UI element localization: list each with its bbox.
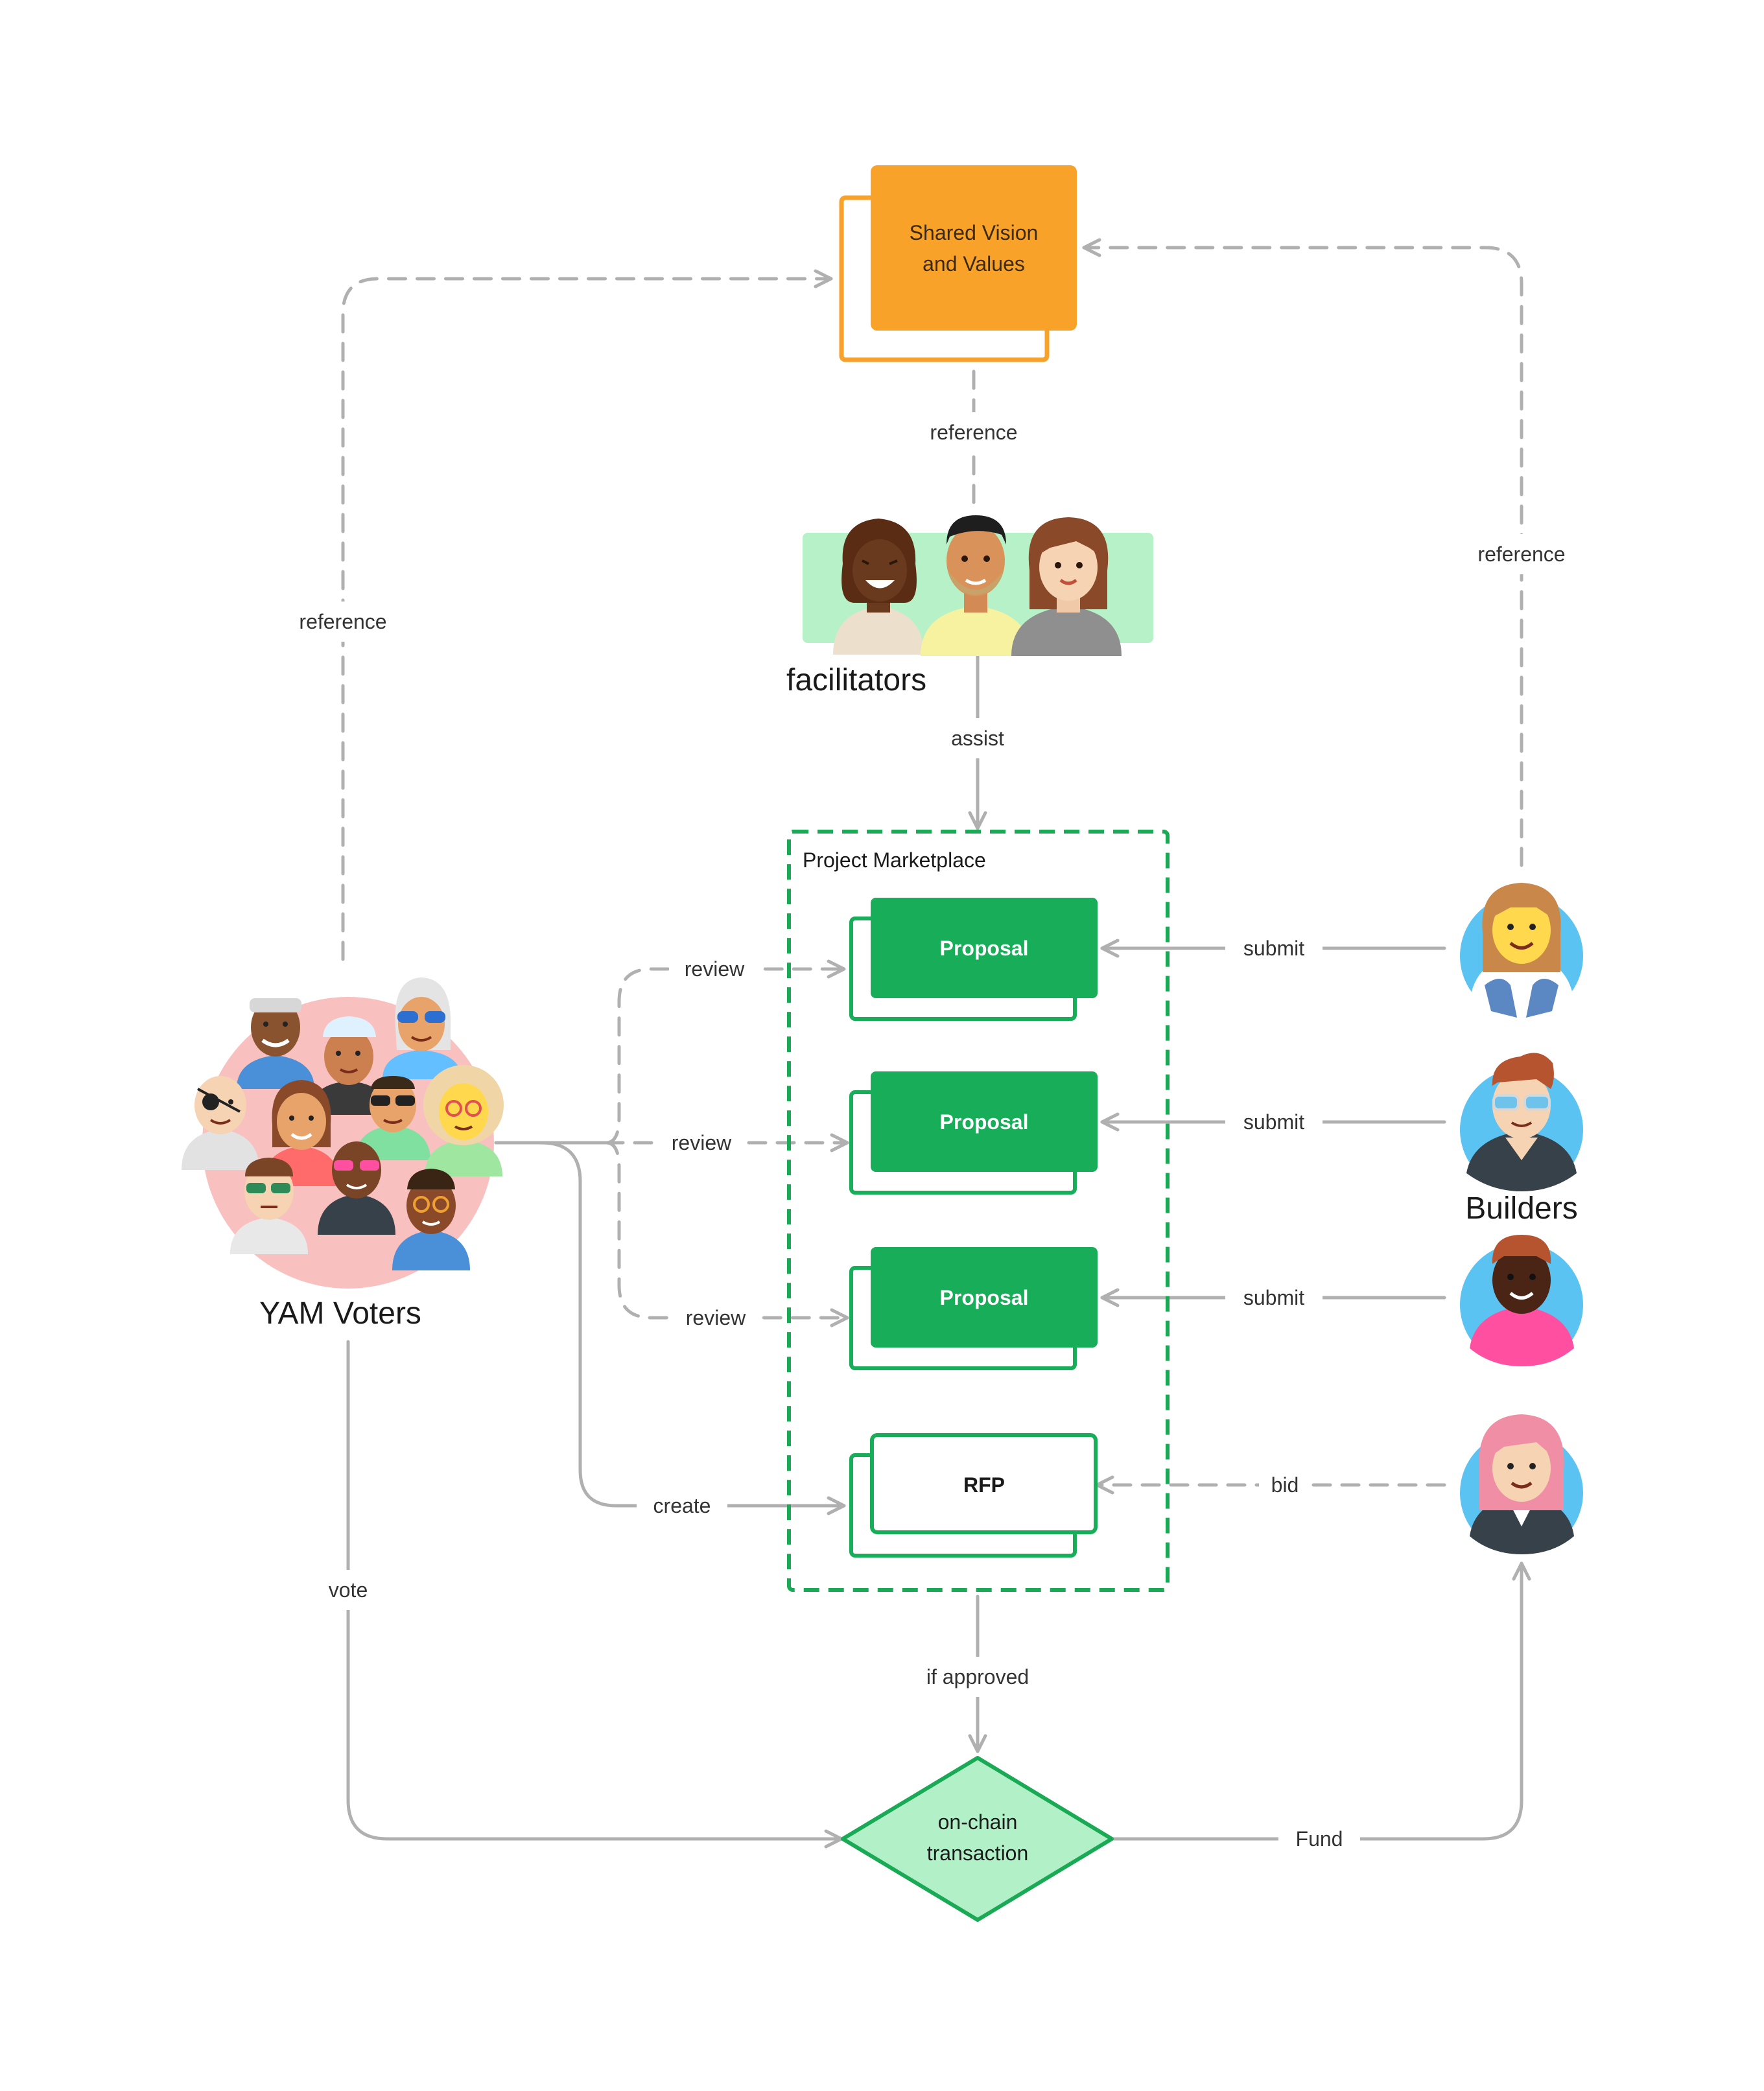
edge-label-review-1: review <box>685 957 745 981</box>
proposal-label: Proposal <box>940 1286 1029 1309</box>
marketplace-title: Project Marketplace <box>803 848 986 872</box>
proposal-card[interactable]: Proposal <box>849 898 1098 1021</box>
proposal-card[interactable]: Proposal <box>849 1071 1098 1195</box>
transaction-line2: transaction <box>927 1841 1029 1865</box>
connectors <box>341 238 1531 1849</box>
edge-label-create: create <box>653 1494 711 1517</box>
shared-vision-line2: and Values <box>923 252 1025 275</box>
edge-label-if-approved: if approved <box>926 1665 1029 1688</box>
proposal-label: Proposal <box>940 1110 1029 1134</box>
builders-label: Builders <box>1465 1191 1577 1226</box>
builder-avatar-icon[interactable] <box>1460 883 1583 1018</box>
edge-label-reference-voters: reference <box>299 610 386 633</box>
facilitators-label: facilitators <box>786 663 926 697</box>
facilitators-node: facilitators <box>786 515 1153 697</box>
proposal-label: Proposal <box>940 937 1029 960</box>
shared-vision-line1: Shared Vision <box>910 221 1039 244</box>
edge-label-assist: assist <box>951 727 1004 750</box>
builder-avatar-icon[interactable] <box>1460 1235 1583 1366</box>
edge-create <box>494 1141 846 1515</box>
facilitators-group-icon <box>833 515 1122 656</box>
builder-avatar-icon[interactable] <box>1460 1414 1583 1554</box>
edge-label-vote: vote <box>329 1578 368 1602</box>
edge-voters-reference <box>341 269 833 961</box>
project-marketplace: Project Marketplace Proposal Proposal Pr… <box>787 830 1170 1592</box>
edge-label-reference-builders: reference <box>1477 543 1565 566</box>
voters-label: YAM Voters <box>259 1296 421 1331</box>
edge-label-review-2: review <box>672 1131 732 1154</box>
rfp-card[interactable]: RFP <box>849 1433 1098 1558</box>
edge-vote <box>346 1340 843 1849</box>
edge-label-fund: Fund <box>1296 1827 1343 1851</box>
edge-label-submit-3: submit <box>1243 1286 1304 1309</box>
proposal-card[interactable]: Proposal <box>849 1247 1098 1370</box>
on-chain-transaction-node: on-chain transaction <box>841 1756 1114 1922</box>
yam-voters-node: YAM Voters <box>182 977 504 1331</box>
edge-fund <box>1110 1561 1531 1841</box>
edge-review-1 <box>604 959 846 1145</box>
edge-label-review-3: review <box>686 1306 746 1329</box>
edge-label-reference-facilitators: reference <box>930 421 1017 444</box>
edge-label-submit-2: submit <box>1243 1110 1304 1134</box>
edge-label-submit-1: submit <box>1243 937 1304 960</box>
rfp-label: RFP <box>963 1473 1005 1497</box>
shared-vision-node: Shared Vision and Values <box>839 165 1077 362</box>
transaction-line1: on-chain <box>938 1810 1018 1834</box>
builders-node: Builders <box>1460 883 1583 1554</box>
voters-crowd-icon <box>182 977 504 1289</box>
builder-avatar-icon[interactable] <box>1460 1053 1583 1191</box>
edge-labels: reference reference reference assist rev… <box>285 412 1581 1859</box>
edge-label-bid: bid <box>1271 1473 1299 1497</box>
edge-builders-reference <box>1082 238 1523 867</box>
edge-review-3 <box>604 1141 849 1327</box>
